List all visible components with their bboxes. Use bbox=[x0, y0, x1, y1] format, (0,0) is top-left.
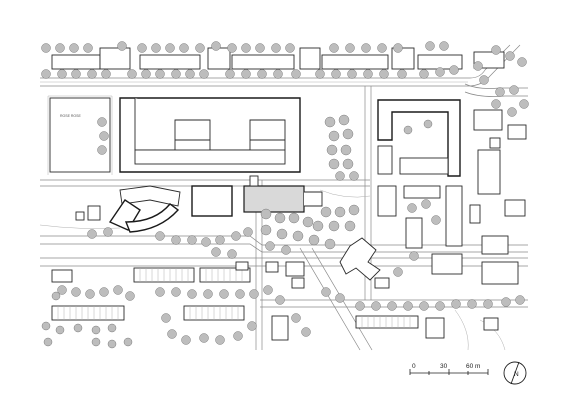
scale-tick-60: 60 m bbox=[466, 363, 480, 370]
north-arrow-circle bbox=[503, 361, 527, 385]
scale-tick-0: 0 bbox=[412, 363, 416, 370]
large-comb-building bbox=[119, 97, 301, 173]
terrace-buildings-north bbox=[51, 47, 505, 70]
row-houses-south bbox=[51, 261, 499, 341]
scale-bar: 0 30 60 m bbox=[409, 363, 489, 375]
north-arrow-label: N bbox=[514, 371, 519, 378]
highlight-building bbox=[243, 185, 305, 213]
north-arrow-needle bbox=[510, 361, 520, 385]
cluster-buildings bbox=[265, 237, 390, 289]
middle-buildings bbox=[75, 175, 323, 233]
tree-cluster-east bbox=[393, 119, 441, 277]
scale-tick-30: 30 bbox=[440, 363, 448, 370]
tree-cluster-central bbox=[260, 114, 360, 255]
field-label: ROSE ROSE bbox=[60, 114, 81, 118]
tree-row-south bbox=[41, 285, 525, 349]
tree-cluster-west bbox=[87, 117, 253, 259]
east-buildings bbox=[377, 99, 527, 285]
trees bbox=[41, 41, 529, 349]
tree-row-north bbox=[41, 41, 529, 117]
north-arrow: N bbox=[503, 361, 527, 385]
